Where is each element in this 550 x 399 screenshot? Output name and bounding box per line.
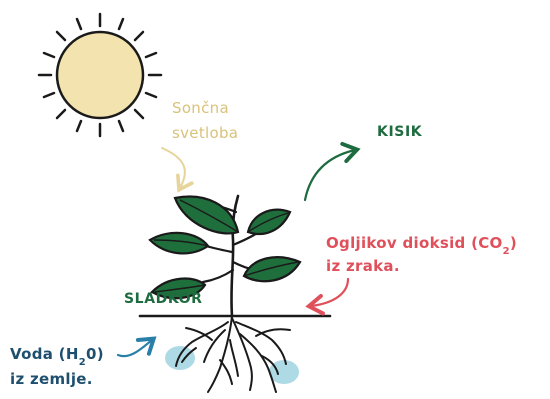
leaf bbox=[150, 277, 207, 300]
leaf bbox=[148, 231, 210, 255]
sun-icon bbox=[37, 12, 163, 138]
plant-icon bbox=[148, 194, 302, 318]
water-drop-icon bbox=[165, 346, 195, 370]
leaf bbox=[173, 195, 240, 235]
water-label-line2: iz zemlje. bbox=[10, 370, 93, 388]
sunlight-arrow bbox=[161, 147, 194, 193]
roots-icon bbox=[175, 315, 291, 393]
co2-arrow bbox=[305, 277, 350, 316]
co2-label-line2: iz zraka. bbox=[326, 257, 400, 275]
sunlight-label: Sončna svetloba bbox=[172, 99, 238, 142]
water-arrow bbox=[116, 336, 157, 358]
co2-label-line1: Ogljikov dioksid (CO2) bbox=[326, 234, 517, 257]
sun-rays bbox=[37, 12, 163, 138]
water-label-line1: Voda (H20) bbox=[10, 345, 104, 368]
sugar-label: SLADKOR bbox=[124, 291, 203, 307]
leaf bbox=[242, 256, 302, 283]
water-drop-icon bbox=[269, 360, 299, 384]
leaf bbox=[246, 208, 292, 236]
oxygen-arrow bbox=[303, 141, 361, 202]
oxygen-label: KISIK bbox=[377, 124, 423, 140]
